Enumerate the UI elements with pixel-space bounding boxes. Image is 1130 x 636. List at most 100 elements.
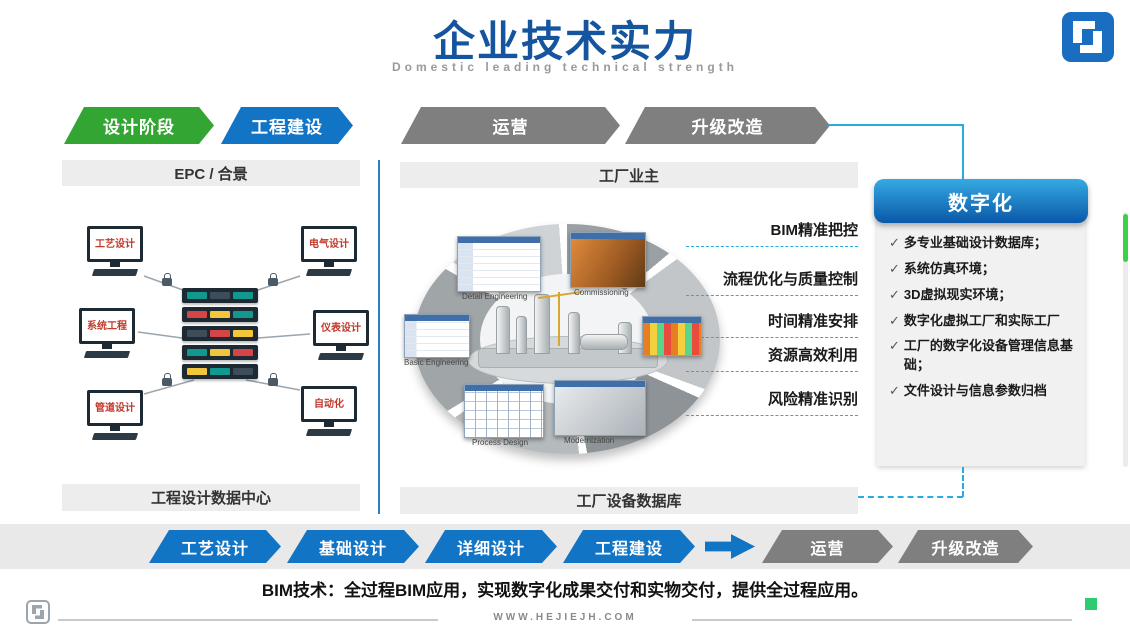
digitalization-title: 数字化 <box>948 192 1014 215</box>
digital-item-text: 系统仿真环境； <box>903 260 995 276</box>
screenshot-detail-engineering <box>457 236 541 292</box>
page-title: 企业技术实力 <box>432 18 697 65</box>
keyboard <box>83 351 131 358</box>
server-unit <box>182 288 258 303</box>
scrollbar-track <box>1123 212 1128 467</box>
window-content <box>458 243 540 291</box>
wheel-label-commissioning: Commissioning <box>574 288 629 297</box>
company-logo-icon <box>1062 12 1114 62</box>
plant-3d-model <box>468 276 668 388</box>
workstation-screen: 电气设计 <box>301 226 357 262</box>
workstation-label: 管道设计 <box>95 402 135 414</box>
window-titlebar <box>465 385 543 391</box>
server-unit <box>182 326 258 341</box>
window-titlebar <box>571 233 645 239</box>
workstation-screen: 管道设计 <box>87 390 143 426</box>
bottom-stage-label: 详细设计 <box>456 540 525 558</box>
workstation-instrument-design: 仪表设计 <box>310 310 372 360</box>
digitalization-header: 数字化 <box>874 179 1088 223</box>
bottom-stage-construction: 工程建设 <box>563 530 695 563</box>
lock-icon <box>162 373 172 386</box>
top-stage-operation-label: 运营 <box>492 118 529 137</box>
digital-item: ✓数字化虚拟工厂和实际工厂 <box>889 312 1077 331</box>
check-icon: ✓ <box>889 383 900 399</box>
design-data-center-label: 工程设计数据中心 <box>150 490 271 507</box>
footer-logo-icon <box>26 600 50 624</box>
check-icon: ✓ <box>889 338 900 354</box>
workstation-automation: 自动化 <box>298 386 360 436</box>
bottom-stage-process-design: 工艺设计 <box>149 530 281 563</box>
benefit-bim-control: BIM精准把控 <box>686 219 858 247</box>
connector-bottom-vertical <box>962 467 964 497</box>
wheel-label-basic-engineering: Basic Engineering <box>404 358 469 367</box>
benefit-label: 风险精准识别 <box>767 391 858 408</box>
plant-column <box>568 312 580 354</box>
top-stage-operation: 运营 <box>401 107 620 144</box>
workstation-label: 自动化 <box>314 398 344 410</box>
monitor-stand <box>336 346 346 351</box>
wheel-label-process-design: Process Design <box>472 438 529 447</box>
digital-item: ✓工厂的数字化设备管理信息基础； <box>889 337 1077 375</box>
top-stage-upgrade: 升级改造 <box>625 107 830 144</box>
server-unit <box>182 345 258 360</box>
workstation-screen: 系统工程 <box>79 308 135 344</box>
top-stage-design: 设计阶段 <box>64 107 214 144</box>
equipment-database-label: 工厂设备数据库 <box>576 493 682 510</box>
benefit-label: 时间精准安排 <box>767 313 858 330</box>
bottom-stage-label: 工程建设 <box>594 540 663 558</box>
connector-top-horizontal <box>828 124 964 126</box>
check-icon: ✓ <box>889 312 900 328</box>
keyboard <box>317 353 365 360</box>
server-unit <box>182 307 258 322</box>
bottom-stage-label: 基础设计 <box>318 540 387 558</box>
footer-divider-right <box>692 619 1072 621</box>
digital-item-text: 3D虚拟现实环境； <box>903 286 1012 302</box>
window-titlebar <box>405 315 469 321</box>
footer-logo <box>26 600 50 624</box>
digital-item-text: 文件设计与信息参数归档 <box>903 383 1047 399</box>
monitor-stand <box>324 422 334 427</box>
bottom-stage-basic-design: 基础设计 <box>287 530 419 563</box>
lock-icon <box>268 373 278 386</box>
workstation-piping-design: 管道设计 <box>84 390 146 440</box>
check-icon: ✓ <box>889 286 900 302</box>
digital-item-text: 工厂的数字化设备管理信息基础； <box>903 338 1073 373</box>
bottom-stage-label: 升级改造 <box>931 540 1000 558</box>
plant-column <box>534 294 550 354</box>
workstation-system-engineering: 系统工程 <box>76 308 138 358</box>
screenshot-dashboard <box>642 316 702 356</box>
connector-top-vertical <box>962 124 964 180</box>
factory-owner-bar: 工厂业主 <box>400 162 858 188</box>
screenshot-process-design <box>464 384 544 438</box>
benefit-risk: 风险精准识别 <box>686 388 858 416</box>
workstation-screen: 工艺设计 <box>87 226 143 262</box>
page-subtitle: Domestic leading technical strength <box>391 60 739 74</box>
top-stage-upgrade-label: 升级改造 <box>691 118 764 137</box>
data-server-stack <box>182 288 258 383</box>
company-logo <box>1062 12 1114 62</box>
keyboard <box>305 429 353 436</box>
window-titlebar <box>643 317 701 323</box>
window-content <box>571 239 645 287</box>
keyboard <box>91 433 139 440</box>
plant-column <box>496 306 510 354</box>
workstation-label: 系统工程 <box>87 320 127 332</box>
digital-item: ✓系统仿真环境； <box>889 260 1077 279</box>
top-stage-construction-label: 工程建设 <box>251 118 323 137</box>
wheel-label-modernization: Modernization <box>564 436 615 445</box>
window-titlebar <box>555 381 645 387</box>
bim-note: BIM技术：全过程BIM应用，实现数字化成果交付和实物交付，提供全过程应用。 <box>261 581 869 600</box>
monitor-stand <box>110 426 120 431</box>
digital-item-text: 数字化虚拟工厂和实际工厂 <box>903 312 1060 328</box>
monitor-stand <box>324 262 334 267</box>
screenshot-modernization <box>554 380 646 436</box>
monitor-stand <box>110 262 120 267</box>
keyboard <box>305 269 353 276</box>
window-titlebar <box>458 237 540 243</box>
scrollbar-thumb[interactable] <box>1123 214 1128 262</box>
benefit-label: BIM精准把控 <box>770 222 859 239</box>
bottom-stage-label: 运营 <box>810 540 845 558</box>
plant-vessel <box>580 334 628 350</box>
bottom-stage-detail-design: 详细设计 <box>425 530 557 563</box>
check-icon: ✓ <box>889 235 900 250</box>
